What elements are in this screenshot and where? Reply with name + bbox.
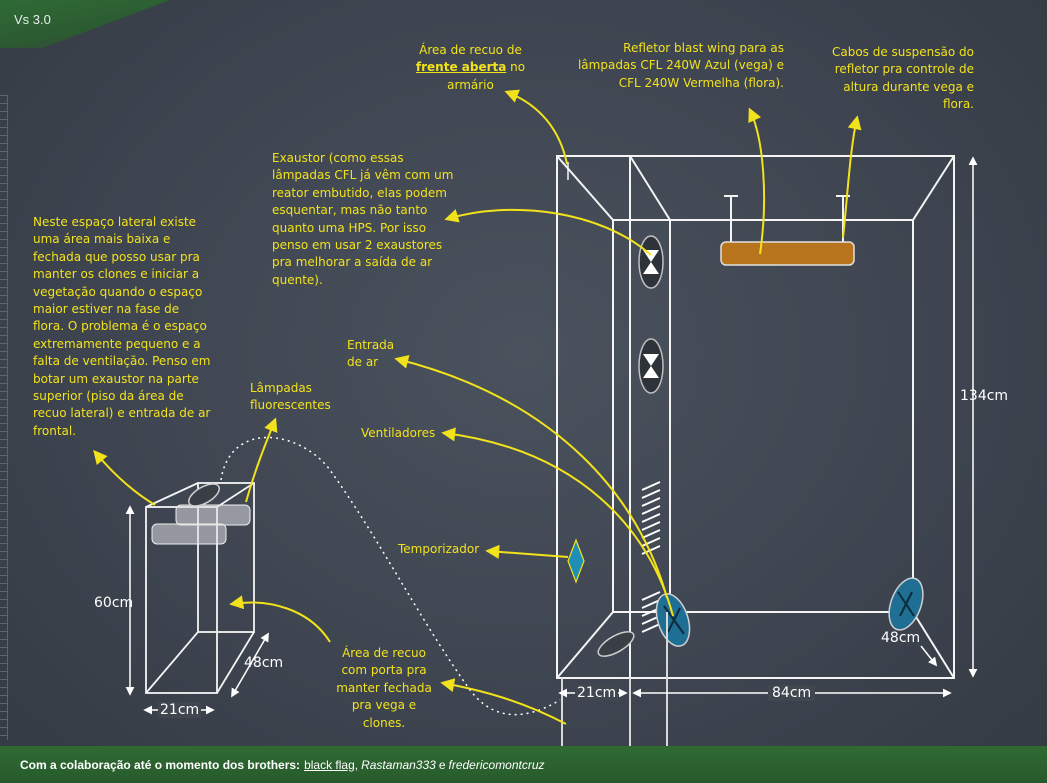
exhaust-line7: pra melhorar a saída de ar <box>272 255 433 270</box>
exhaust-fan-1 <box>638 235 664 289</box>
front-recess-mid: no <box>506 60 526 75</box>
depth-dimension-line <box>920 645 938 667</box>
exhaust-line2: lâmpadas CFL já vêm com um <box>272 168 454 183</box>
footer-prefix: Com a colaboração até o momento dos brot… <box>20 757 301 772</box>
side-line3: fechada que posso usar pra <box>33 249 200 264</box>
exhaust-line3: reator embutido, elas podem <box>272 185 447 200</box>
note-fans: Ventiladores <box>361 426 436 440</box>
recess-exhaust <box>597 631 635 657</box>
front-recess-bold: frente aberta <box>415 60 507 75</box>
label-height-main: 134cm <box>960 388 1009 404</box>
side-line6: maior estiver na fase de <box>33 301 180 316</box>
exhaust-line5: quanto uma HPS. Por isso <box>272 220 427 235</box>
lamps-line2: fluorescentes <box>250 398 331 413</box>
label-small-height: 60cm <box>94 595 134 611</box>
side-line2: uma área mais baixa e <box>33 232 171 247</box>
lamps-line1: Lâmpadas <box>250 381 312 395</box>
cables-line3: altura durante vega e <box>843 79 974 94</box>
cables-line2: refletor pra controle de <box>834 62 974 77</box>
side-line8: extremamente pequeno e a <box>33 336 201 351</box>
main-cabinet <box>556 155 955 679</box>
door-line4: pra vega e <box>351 698 417 713</box>
cables-line1: Cabos de suspensão do <box>831 45 974 59</box>
note-front-recess: Área de recuo de frente aberta no armári… <box>408 42 533 94</box>
exhaust-fan-2 <box>638 338 664 394</box>
exhaust-line1: Exaustor (como essas <box>272 151 404 165</box>
exhaust-line4: esquentar, mas não tanto <box>272 203 428 218</box>
version-label: Vs 3.0 <box>14 12 51 27</box>
circulation-fan-back <box>888 577 924 631</box>
door-line3: manter fechada <box>336 680 432 695</box>
reflector-line3: CFL 240W Vermelha (flora). <box>618 75 784 90</box>
footer-name-3: fredericomontcruz <box>448 757 545 772</box>
side-line9: falta de ventilação. Penso em <box>33 354 211 369</box>
side-line7: flora. O problema é o espaço <box>33 319 207 334</box>
footer-name-2: Rastaman333 <box>361 757 436 772</box>
air-in-line1: Entrada <box>347 338 395 352</box>
timer-device <box>567 538 585 584</box>
side-line4: manter os clones e iniciar a <box>33 267 200 282</box>
label-small-width: 21cm <box>158 702 202 718</box>
small-depth-line <box>231 632 269 698</box>
note-lamps: Lâmpadas fluorescentes <box>250 380 350 415</box>
note-air-in: Entrada de ar <box>347 337 407 372</box>
side-line10: botar um exaustor na parte <box>33 371 199 386</box>
note-door-recess: Área de recuo com porta pra manter fecha… <box>328 645 440 732</box>
reflector-assembly <box>720 195 855 266</box>
side-line11: superior (piso da área de <box>33 388 184 403</box>
front-recess-line1: Área de recuo de <box>419 43 522 57</box>
side-exhaust <box>187 483 221 507</box>
door-line2: com porta pra <box>341 663 427 678</box>
reflector-bar <box>720 241 855 266</box>
note-exhaust: Exaustor (como essas lâmpadas CFL já vêm… <box>272 150 492 289</box>
cables-line4: flora. <box>942 97 974 112</box>
side-ruler <box>0 95 8 740</box>
note-side-space: Neste espaço lateral existe uma área mai… <box>33 214 248 440</box>
side-line1: Neste espaço lateral existe <box>33 215 197 229</box>
door-line1: Área de recuo <box>342 646 426 660</box>
vent-upper <box>641 481 661 555</box>
reflector-line2: lâmpadas CFL 240W Azul (vega) e <box>577 58 784 73</box>
credits-footer: Com a colaboração até o momento dos brot… <box>0 746 1047 783</box>
side-line12: recuo lateral) e entrada de ar <box>33 406 211 421</box>
circulation-fan-front <box>655 593 691 647</box>
annotation-arrows <box>93 89 862 725</box>
front-recess-line3: armário <box>447 77 494 92</box>
footer-joiner: e <box>438 757 446 772</box>
exhaust-line6: penso em usar 2 exaustores <box>272 237 443 252</box>
label-depth-main: 48cm <box>881 630 921 646</box>
fluorescent-lamp-1 <box>175 504 251 526</box>
footer-name-1: black flag, <box>304 757 359 772</box>
side-line13: frontal. <box>33 423 77 438</box>
label-recess-width: 21cm <box>575 685 619 701</box>
fluorescent-lamp-2 <box>151 523 227 545</box>
exhaust-line8: quente). <box>272 272 323 287</box>
side-line5: vegetação quando o espaço <box>33 284 203 299</box>
label-width-main: 84cm <box>768 685 816 701</box>
door-line5: clones. <box>362 715 406 730</box>
note-cables: Cabos de suspensão do refletor pra contr… <box>810 44 974 114</box>
note-reflector: Refletor blast wing para as lâmpadas CFL… <box>552 40 784 92</box>
reflector-line1: Refletor blast wing para as <box>623 41 784 55</box>
air-in-line2: de ar <box>347 355 379 370</box>
cabinet-front-frame <box>556 155 955 679</box>
note-timer: Temporizador <box>398 542 480 556</box>
label-small-depth: 48cm <box>244 655 284 671</box>
